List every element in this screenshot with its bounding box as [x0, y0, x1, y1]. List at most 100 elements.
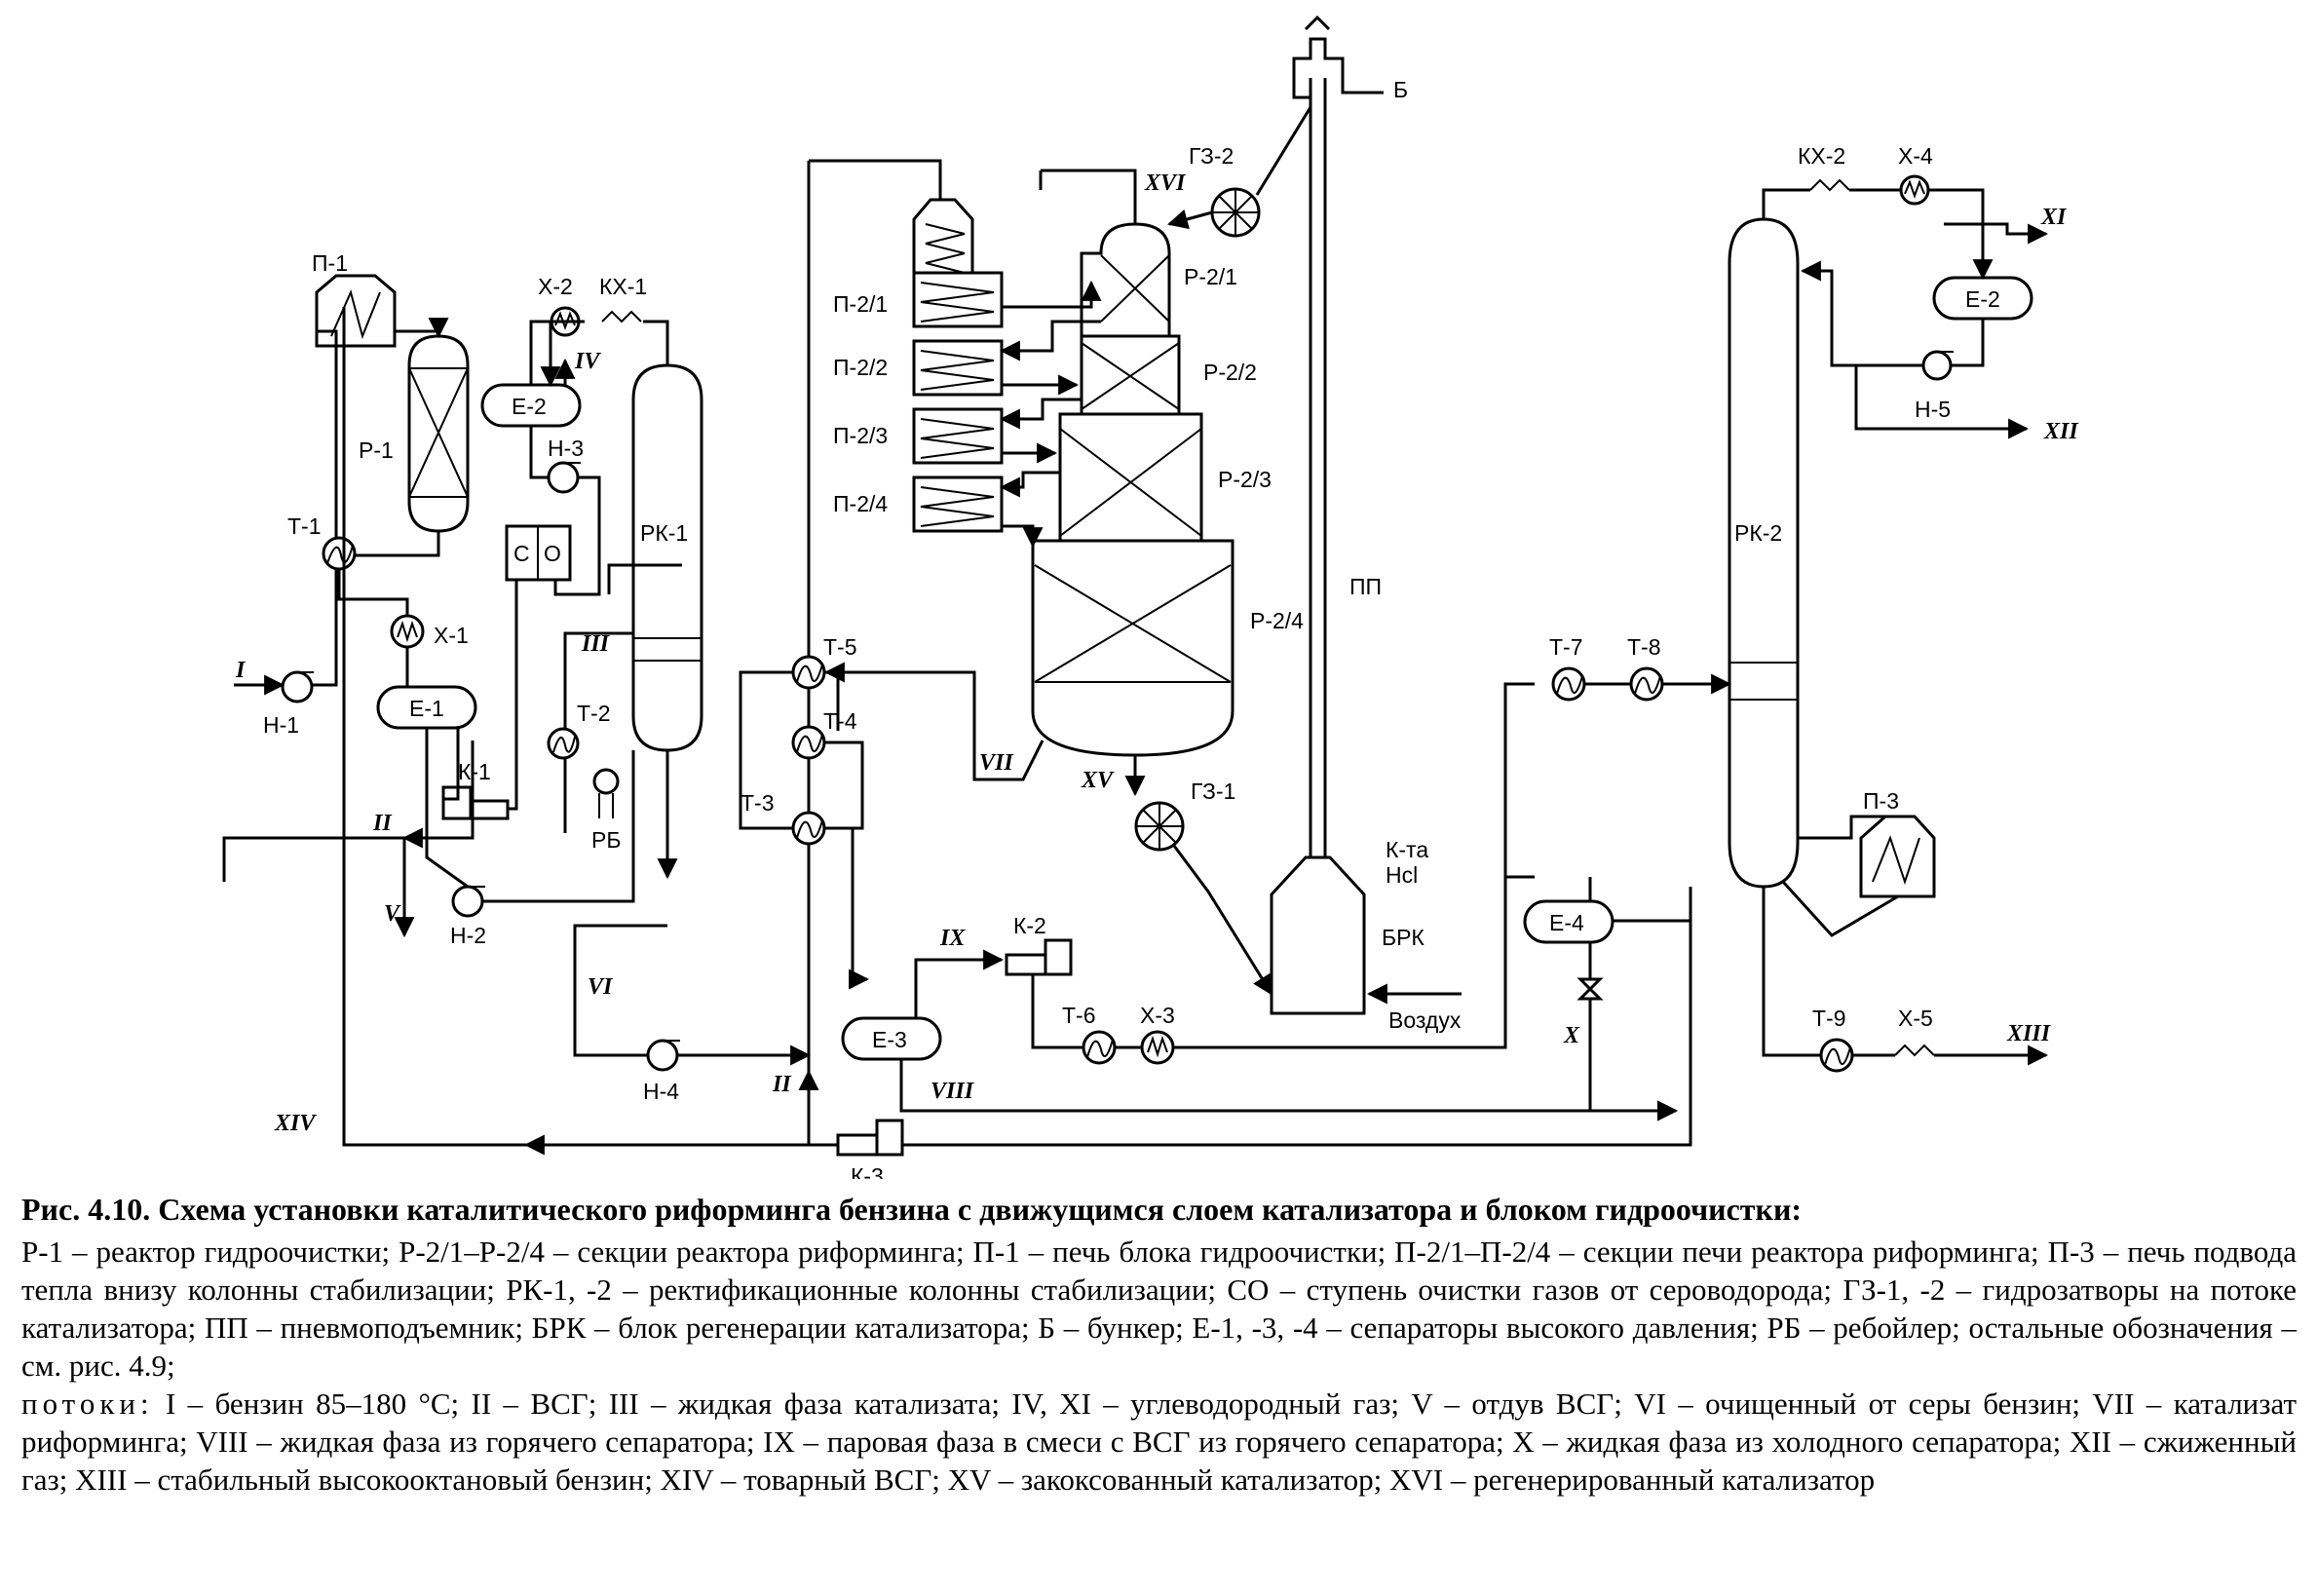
heat-exchanger-t8	[1629, 666, 1664, 702]
label-t4: Т-4	[823, 708, 857, 734]
flow-xii: XII	[2043, 419, 2079, 444]
label-e1: Е-1	[409, 696, 444, 721]
piping-exchangers	[739, 670, 870, 1130]
label-e2b: Е-2	[1965, 286, 2000, 312]
flow-viii: VIII	[931, 1079, 975, 1104]
label-air: Воздух	[1388, 1007, 1462, 1033]
label-gz2: ГЗ-2	[1189, 143, 1234, 169]
compressor-k3	[836, 1119, 904, 1157]
label-e4: Е-4	[1549, 910, 1584, 935]
figure-caption: Рис. 4.10. Схема установки каталитическо…	[21, 1191, 2297, 1499]
caption-streams-block: потоки: I – бензин 85–180 °С; II – ВСГ; …	[21, 1385, 2297, 1499]
air-cooler-kx1	[601, 310, 642, 323]
label-x1: Х-1	[434, 623, 469, 648]
piping-stabilization	[1503, 188, 2049, 1121]
regeneration-block-brk	[1172, 845, 1462, 1015]
piping-hydrotreat	[222, 318, 812, 1066]
label-h1: Н-1	[263, 712, 299, 738]
label-k2: К-2	[1013, 913, 1046, 938]
label-kx2: КХ-2	[1798, 143, 1845, 169]
label-h3: Н-3	[548, 436, 584, 461]
flow-x: X	[1563, 1023, 1580, 1048]
flow-xi: XI	[2040, 205, 2068, 230]
label-t6: Т-6	[1062, 1003, 1096, 1028]
label-kx1: КХ-1	[599, 274, 647, 299]
air-cooler-kx2	[1809, 178, 1850, 192]
piping-xiv	[342, 307, 838, 1156]
reboiler-rb	[592, 768, 620, 818]
hydraulic-seal-gz2	[1210, 187, 1261, 238]
heat-exchanger-t6	[1082, 1030, 1117, 1065]
flow-xv: XV	[1081, 768, 1115, 793]
flow-ix: IX	[939, 926, 966, 951]
cooler-x4	[1899, 174, 1930, 206]
label-kta: К-та	[1386, 837, 1428, 862]
label-p1: П-1	[312, 250, 348, 276]
flow-ii-left: II	[372, 811, 393, 836]
heat-exchanger-t1	[322, 536, 357, 571]
flow-i: I	[235, 658, 247, 683]
label-gz1: ГЗ-1	[1191, 779, 1235, 804]
compressor-k2	[1005, 938, 1073, 976]
label-pp: ПП	[1349, 574, 1382, 599]
cooler-x1	[390, 614, 425, 649]
pump-h1	[281, 670, 314, 703]
label-p21: П-2/1	[833, 291, 888, 317]
label-t5: Т-5	[823, 634, 857, 660]
label-t7: Т-7	[1549, 634, 1583, 660]
label-hcl: Hcl	[1386, 862, 1418, 888]
label-r21: Р-2/1	[1184, 264, 1237, 289]
heat-exchanger-t7	[1551, 666, 1586, 702]
label-t9: Т-9	[1812, 1006, 1846, 1031]
flow-v: V	[384, 901, 401, 927]
label-p24: П-2/4	[833, 491, 888, 516]
caption-streams-key: потоки:	[21, 1387, 154, 1421]
caption-legend: Р-1 – реактор гидроочистки; Р-2/1–Р-2/4 …	[21, 1235, 2297, 1383]
label-rk1: РК-1	[640, 520, 688, 546]
label-rb: РБ	[591, 827, 621, 853]
process-flow-diagram: П-1 Р-1 Т-1 Х-1 Е-1 Н-1 К-1 Н-2	[222, 15, 2079, 1179]
label-c: С	[513, 541, 530, 566]
flow-vii: VII	[979, 750, 1014, 776]
cooler-x3	[1140, 1030, 1175, 1065]
label-t3: Т-3	[741, 790, 775, 816]
label-k1: К-1	[458, 759, 491, 784]
caption-title: Рис. 4.10. Схема установки каталитическо…	[21, 1192, 1803, 1227]
flow-iv: IV	[574, 349, 601, 374]
heat-exchanger-t4	[791, 725, 826, 760]
label-h5: Н-5	[1915, 397, 1951, 422]
reactor-r2	[1031, 222, 1234, 757]
label-rk2: РК-2	[1734, 520, 1782, 546]
label-r1: Р-1	[359, 437, 394, 463]
air-cooler-x5	[1894, 1044, 1935, 1057]
compressor-k1	[441, 785, 510, 820]
column-rk1	[631, 363, 703, 752]
flow-vi: VI	[588, 974, 614, 1000]
heat-exchanger-t2	[547, 727, 580, 760]
label-p3: П-3	[1863, 788, 1899, 814]
heat-exchanger-t9	[1819, 1038, 1854, 1073]
label-h4: Н-4	[643, 1079, 679, 1104]
reactor-r1	[407, 334, 470, 533]
pneumolift-pp	[1166, 15, 1384, 857]
label-o: О	[544, 541, 561, 566]
pump-h2	[451, 885, 485, 918]
label-x5: Х-5	[1898, 1006, 1933, 1031]
flow-ii-mid: II	[772, 1072, 792, 1097]
flow-iii: III	[581, 631, 611, 657]
valve-x	[1576, 977, 1604, 1001]
separator-e3	[841, 1016, 942, 1061]
label-t1: Т-1	[287, 513, 322, 539]
flow-xiii: XIII	[2006, 1021, 2052, 1046]
pump-h3	[547, 461, 581, 494]
label-p23: П-2/3	[833, 423, 888, 448]
column-rk2	[1728, 217, 1800, 889]
label-brk: БРК	[1382, 925, 1424, 950]
label-h2: Н-2	[450, 923, 486, 948]
label-x4: Х-4	[1898, 143, 1933, 169]
pump-h4	[646, 1039, 680, 1072]
label-e3: Е-3	[872, 1027, 907, 1052]
label-p22: П-2/2	[833, 355, 888, 380]
flow-xvi: XVI	[1144, 171, 1187, 196]
label-t2: Т-2	[577, 701, 611, 726]
